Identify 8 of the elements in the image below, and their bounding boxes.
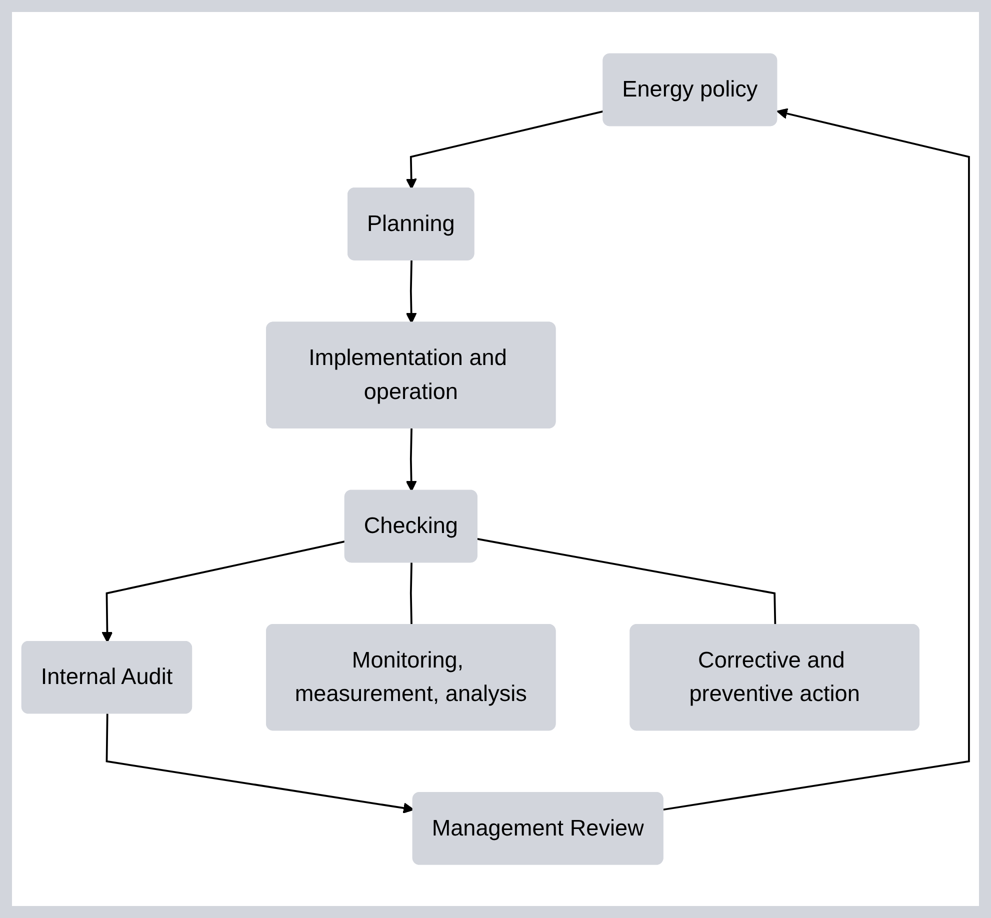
arrow: [406, 428, 417, 492]
arrow: [406, 110, 604, 190]
arrow: [406, 260, 417, 324]
arrow: [102, 540, 346, 643]
arrow: [663, 108, 970, 810]
arrow: [106, 714, 414, 814]
connector: [410, 562, 412, 626]
connector: [477, 538, 776, 626]
